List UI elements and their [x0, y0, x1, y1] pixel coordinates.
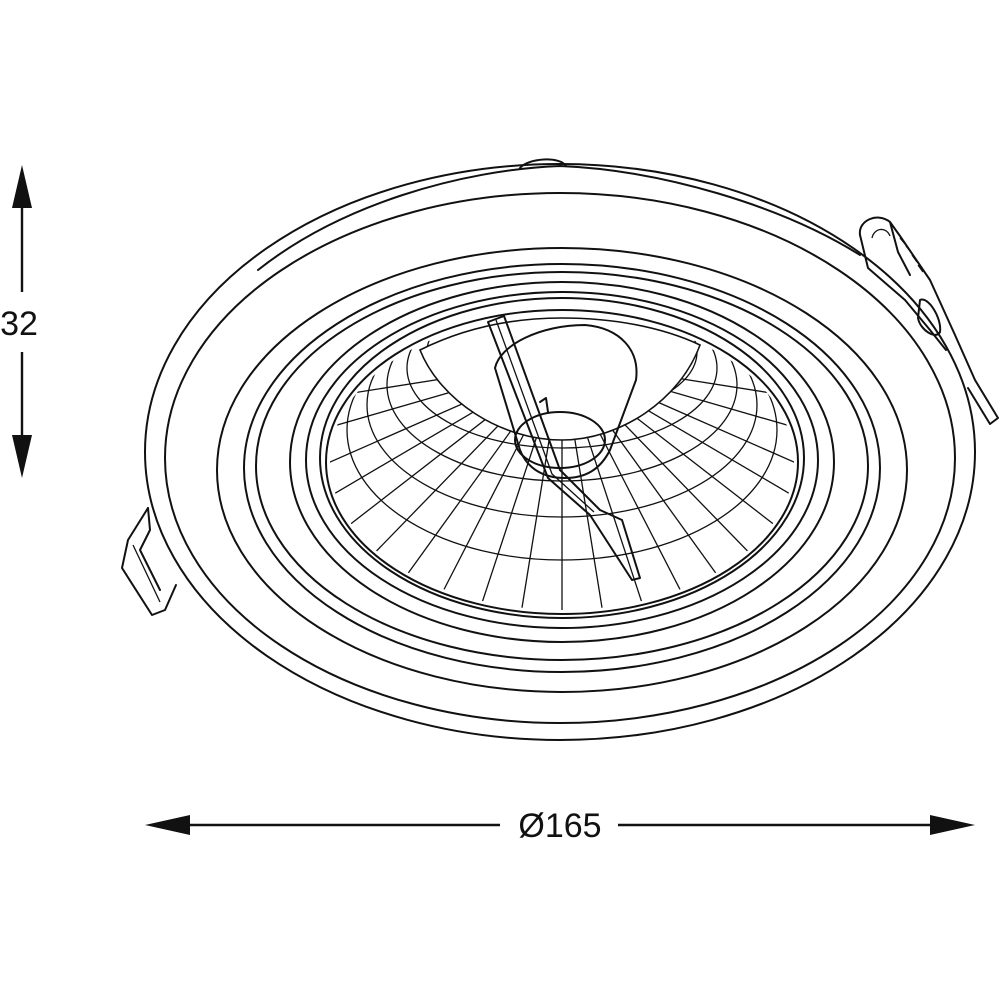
height-arrow-down: [12, 435, 32, 478]
diameter-dimension-label: Ø165: [518, 807, 601, 845]
outer-trim: [144, 158, 976, 741]
height-dimension: 32: [0, 165, 38, 478]
left-spring-clip: [121, 507, 177, 616]
height-arrow-up: [12, 165, 32, 208]
height-dimension-label: 32: [0, 305, 38, 343]
outer-rim-inner-edge: [164, 192, 956, 724]
lamp-shield-bracket: [487, 315, 641, 581]
reflector-rim: [325, 309, 799, 615]
reflector: [325, 309, 799, 615]
diameter-arrow-right: [930, 815, 975, 835]
reflector-facet-grid: [330, 314, 794, 610]
outer-rim-top-band: [257, 165, 861, 271]
reflector-upper-surface: [418, 317, 702, 441]
bezel-rings: [216, 247, 908, 693]
outer-rim-edge: [144, 163, 976, 741]
diameter-arrow-left: [145, 815, 190, 835]
diameter-dimension: Ø165: [145, 807, 975, 845]
